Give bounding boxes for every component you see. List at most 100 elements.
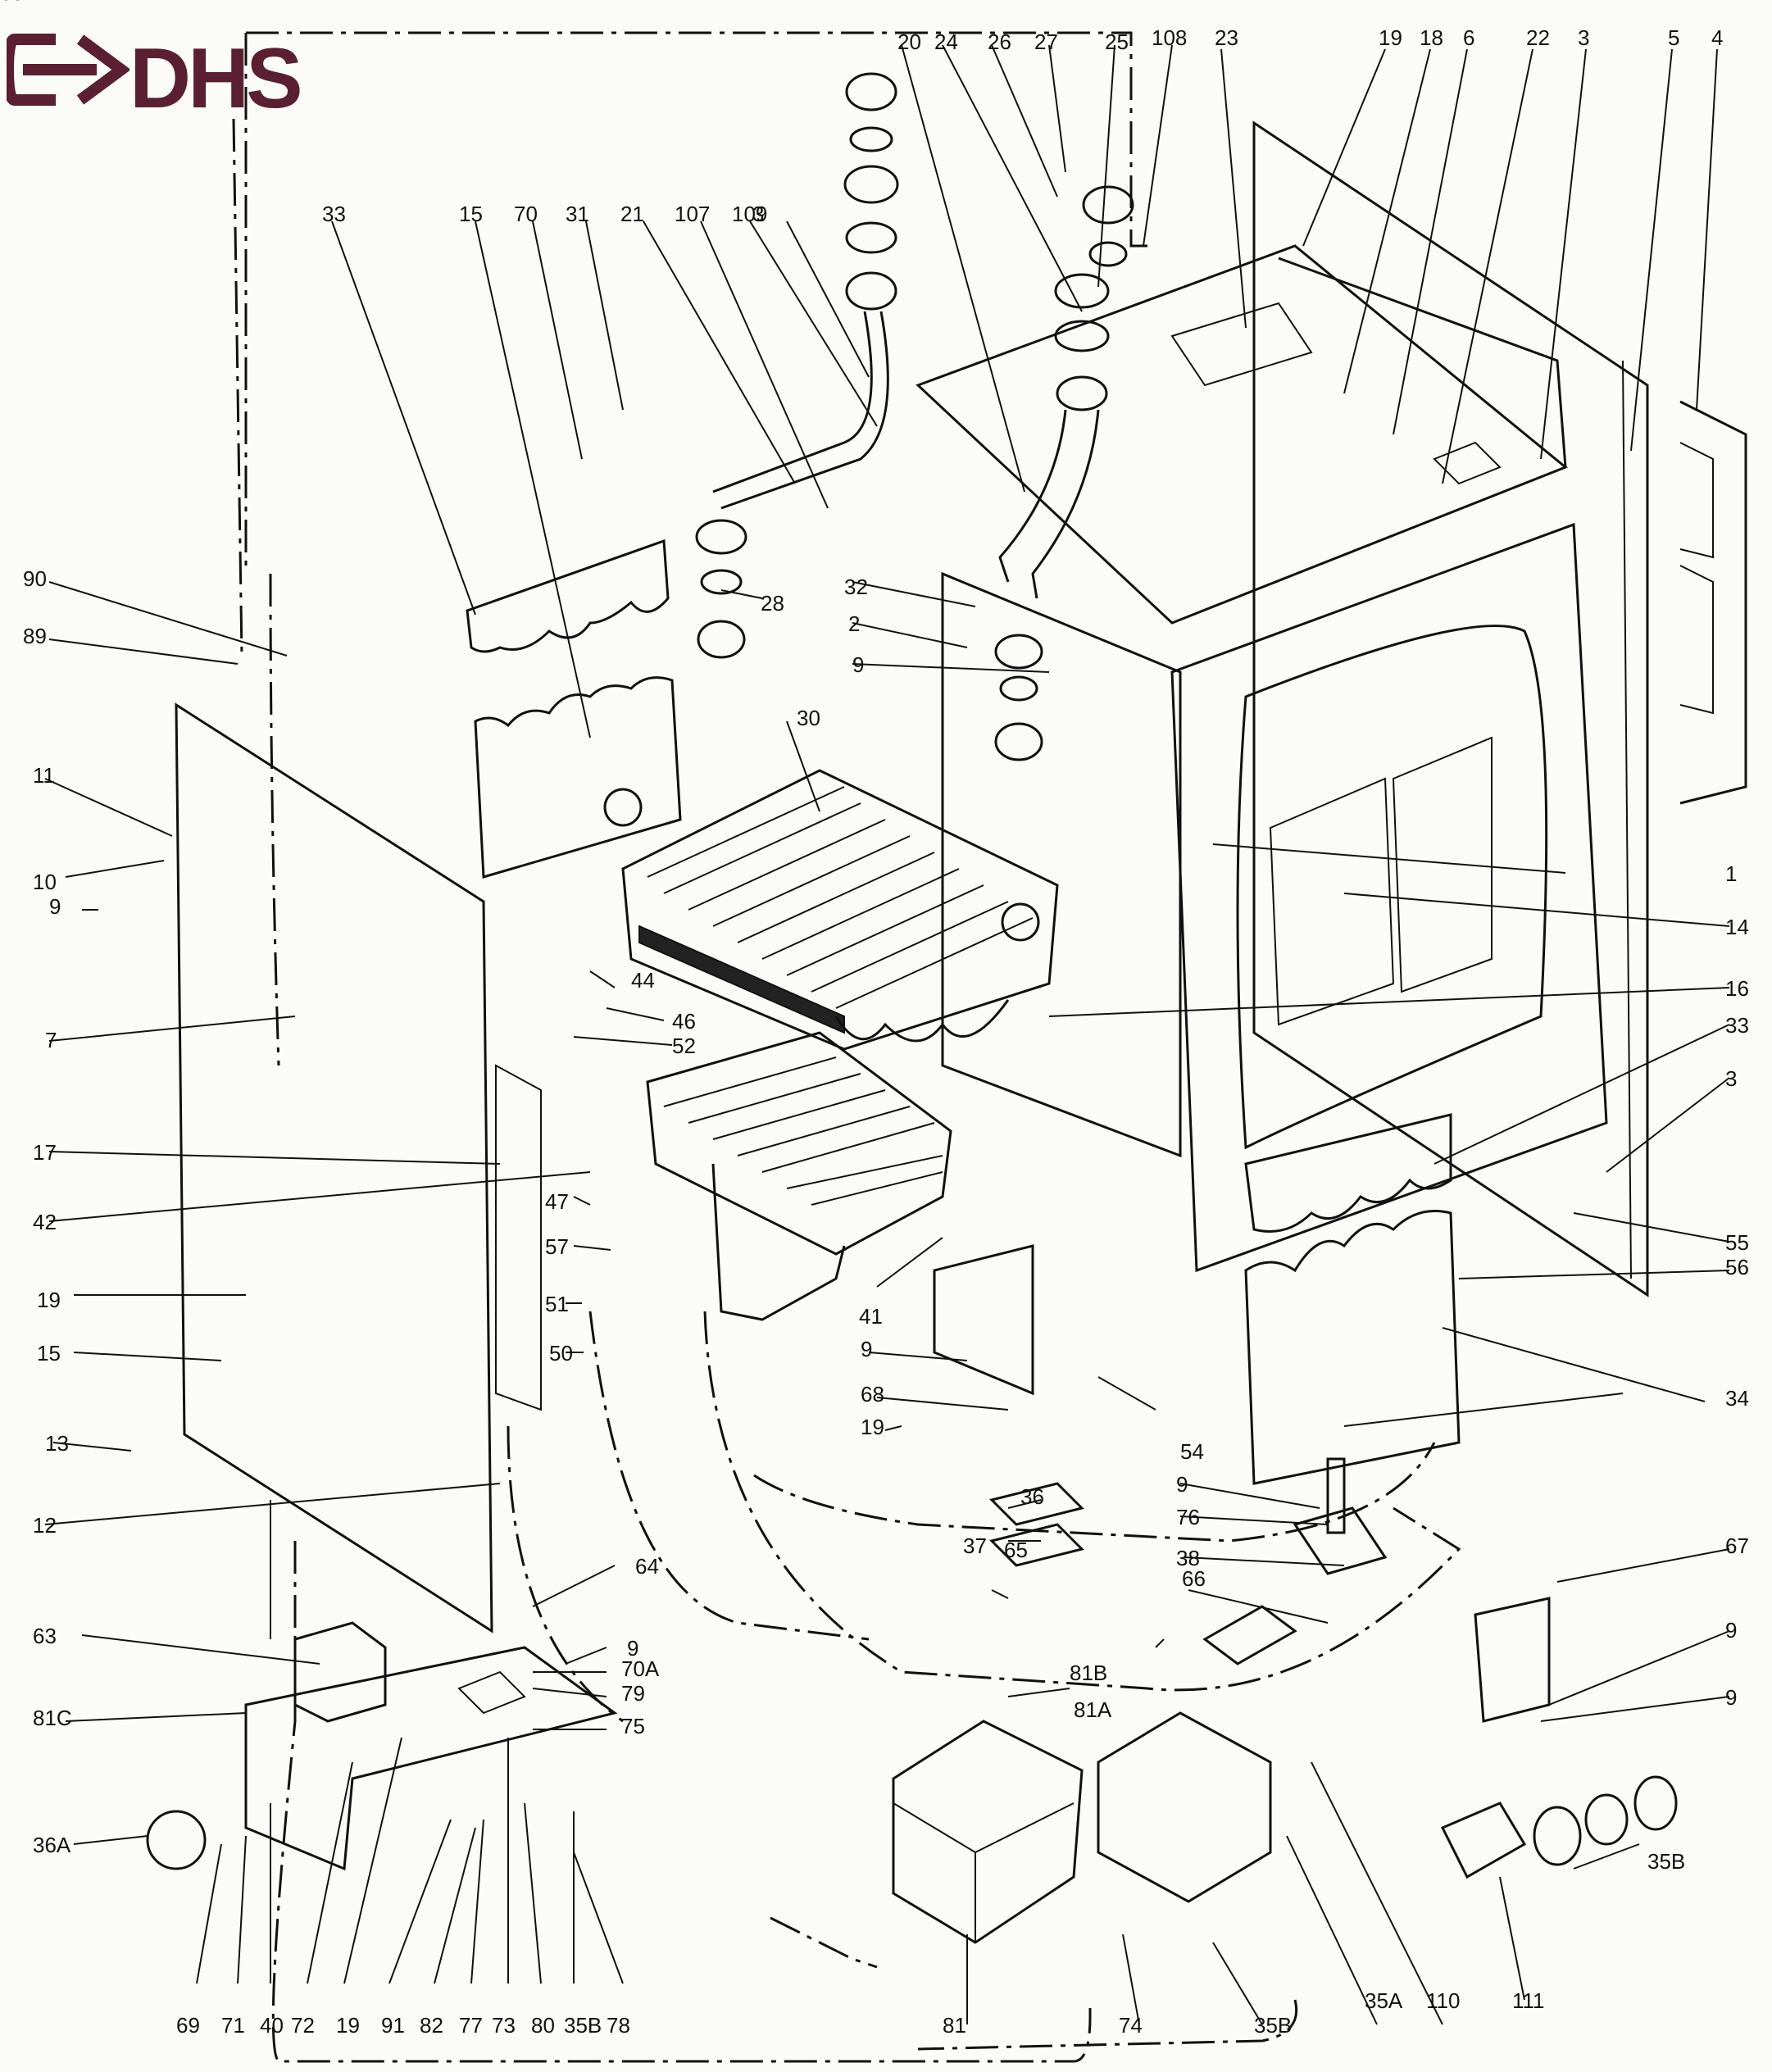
logo-text: DHS [129, 31, 303, 126]
dhs-logo: DHS [2, 25, 310, 121]
brackets [933, 1244, 1388, 1575]
callout-label: 36A [33, 1833, 71, 1857]
callout-label: 69 [176, 2013, 200, 2038]
callout-label: 108 [1152, 25, 1187, 50]
callout-label: 68 [861, 1382, 884, 1406]
callout-label: 3 [1725, 1066, 1737, 1091]
callout-label: 76 [1176, 1505, 1200, 1529]
callout-label: 82 [420, 2013, 443, 2038]
callout-label: 81 [943, 2013, 966, 2038]
outline-left-rod [232, 118, 243, 657]
callout-label: 37 [963, 1534, 987, 1558]
callout-label: 32 [844, 575, 868, 599]
gas-pipe-route [507, 1311, 1461, 2051]
callout-label: 70 [514, 202, 538, 226]
insulation-blocks [466, 538, 1461, 1485]
callout-label: 19 [336, 2013, 360, 2038]
callout-label: 13 [45, 1431, 69, 1456]
callout-label: 36 [1020, 1484, 1044, 1509]
heat-exchanger [603, 769, 1059, 1051]
gas-valve-and-control [892, 1597, 1678, 1944]
callout-label: 107 [675, 202, 710, 226]
callout-label: 42 [33, 1210, 57, 1234]
callout-label: 56 [1725, 1255, 1749, 1279]
callout-label: 22 [1526, 25, 1550, 50]
callout-label: 81B [1070, 1661, 1107, 1685]
callout-label: 6 [1463, 25, 1474, 50]
callout-label: 21 [620, 202, 644, 226]
callout-label: 35B [1647, 1849, 1685, 1874]
callout-label: 10 [33, 870, 57, 894]
callout-label: 70A [621, 1656, 660, 1681]
callout-label: 18 [1420, 25, 1443, 50]
leader-lines [44, 44, 1730, 2025]
callout-label: 35B [1254, 2013, 1292, 2038]
callout-label: 81C [33, 1706, 72, 1730]
callout-label: 19 [37, 1288, 61, 1312]
casing-outline [244, 31, 1147, 2063]
callout-label: 36B [0, 0, 38, 5]
callout-label: 77 [459, 2013, 483, 2038]
callout-label: 3 [1578, 25, 1589, 50]
callout-label: 9 [627, 1636, 638, 1661]
control-panel [146, 1500, 618, 1871]
callout-label: 26 [988, 30, 1011, 54]
left-side-panel [175, 702, 542, 1634]
callout-label: 66 [1182, 1566, 1206, 1591]
callout-label: 9 [1725, 1618, 1737, 1643]
callout-label: 63 [33, 1624, 57, 1648]
callout-label: 15 [459, 202, 483, 226]
callout-label: 16 [1725, 976, 1749, 1001]
callout-label: 80 [531, 2013, 555, 2038]
callout-label: 35B [564, 2013, 602, 2038]
callout-label: 54 [1180, 1439, 1204, 1464]
callout-label: 35A [1365, 1988, 1403, 2013]
callout-label: 50 [549, 1341, 573, 1365]
callout-label: 25 [1105, 30, 1129, 54]
callout-label: 75 [621, 1714, 645, 1738]
callout-label: 90 [23, 566, 47, 591]
callout-label: 79 [621, 1681, 645, 1706]
callout-label: 33 [322, 202, 346, 226]
callout-label: 20 [897, 30, 921, 54]
callout-label: 2 [848, 611, 860, 636]
callout-label: 73 [492, 2013, 516, 2038]
callout-label: 41 [859, 1304, 883, 1329]
callout-label: 81A [1074, 1697, 1112, 1722]
callout-label: 67 [1725, 1534, 1749, 1558]
callout-label: 31 [566, 202, 589, 226]
callout-label: 9 [1725, 1685, 1737, 1710]
callout-label: 72 [291, 2013, 315, 2038]
callout-label: 9 [861, 1337, 872, 1361]
top-plate [916, 244, 1568, 625]
callout-label: 89 [23, 624, 47, 648]
callout-label: 34 [1725, 1386, 1749, 1411]
callout-label: 3 [752, 202, 764, 226]
callout-label: 9 [49, 894, 61, 919]
callout-label: 12 [33, 1513, 57, 1538]
callout-label: 46 [672, 1009, 696, 1034]
callout-label: 9 [1176, 1472, 1188, 1497]
callout-label: 38 [1176, 1546, 1200, 1570]
callout-label: 35 [0, 0, 24, 5]
arrow-logo-icon [2, 34, 131, 106]
callout-label: 52 [672, 1034, 696, 1058]
callout-label: 71 [221, 2013, 245, 2038]
back-panel [1252, 120, 1747, 1297]
top-pipework [695, 72, 1134, 761]
callout-label: 9 [852, 652, 864, 677]
callout-label: 64 [635, 1554, 659, 1579]
callout-label: 7 [45, 1028, 57, 1052]
callout-label: 14 [1725, 915, 1749, 939]
callout-label: 23 [1215, 25, 1238, 50]
callout-label: 30 [797, 706, 820, 730]
callout-label: 1 [1725, 861, 1737, 886]
callout-label: 91 [381, 2013, 405, 2038]
callout-label: 55 [1725, 1230, 1749, 1255]
callout-label: 5 [1668, 25, 1679, 50]
callout-label: 33 [1725, 1013, 1749, 1038]
callout-label: 15 [37, 1341, 61, 1365]
callout-label: 65 [1004, 1538, 1028, 1562]
burner [646, 1031, 952, 1321]
